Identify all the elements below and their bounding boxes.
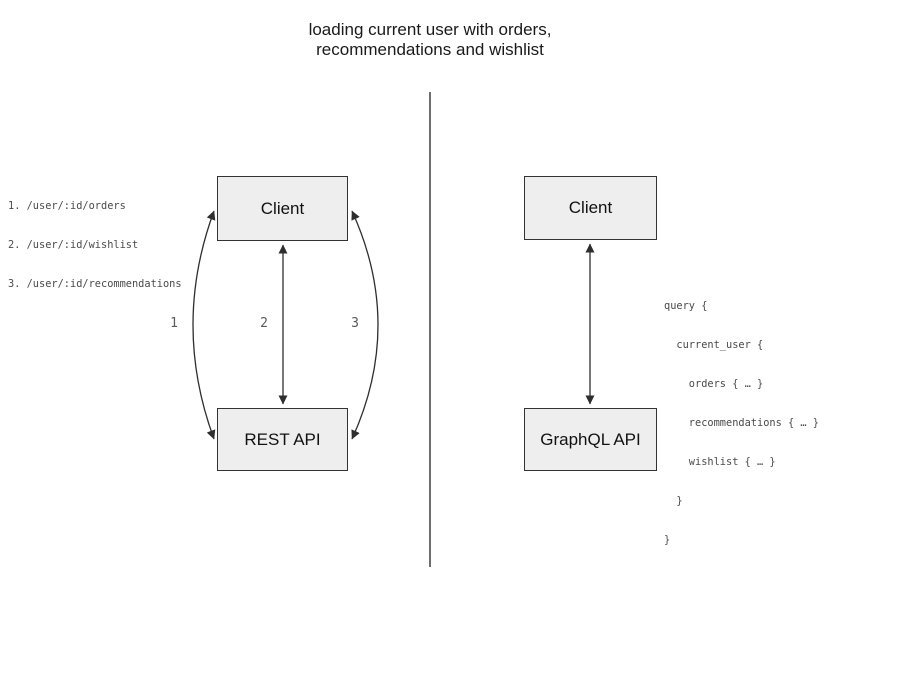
graphql-api-label: GraphQL API [540,429,641,449]
rest-arrow-1-orders [192,210,216,440]
graphql-client-box: Client [524,176,657,240]
query-line: query { [664,300,708,312]
rest-endpoints-list: 1. /user/:id/orders 2. /user/:id/wishlis… [8,174,182,317]
title-line-1: loading current user with orders, [308,20,552,39]
rest-api-box: REST API [217,408,348,471]
query-line: recommendations { … } [664,417,819,429]
graphql-api-box: GraphQL API [524,408,657,471]
query-line: } [664,495,683,507]
query-line: current_user { [664,339,764,351]
rest-endpoint-wishlist: 2. /user/:id/wishlist [8,239,139,251]
query-line: } [664,534,671,546]
graphql-client-label: Client [568,198,613,217]
title-line-2: recommendations and wishlist [316,40,544,59]
arrow-label-3: 3 [351,316,359,331]
diagram-title: loading current user with orders, recomm… [230,20,630,60]
rest-endpoint-orders: 1. /user/:id/orders [8,200,126,212]
rest-client-box: Client [217,176,348,241]
panel-divider [429,92,431,567]
arrow-label-1: 1 [170,316,178,331]
rest-api-label: REST API [244,429,321,449]
arrow-label-2: 2 [260,316,268,331]
rest-endpoint-recommendations: 3. /user/:id/recommendations [8,278,182,290]
query-line: orders { … } [664,378,764,390]
graphql-query-snippet: query { current_user { orders { … } reco… [664,274,819,573]
rest-client-label: Client [260,198,305,218]
query-line: wishlist { … } [664,456,776,468]
